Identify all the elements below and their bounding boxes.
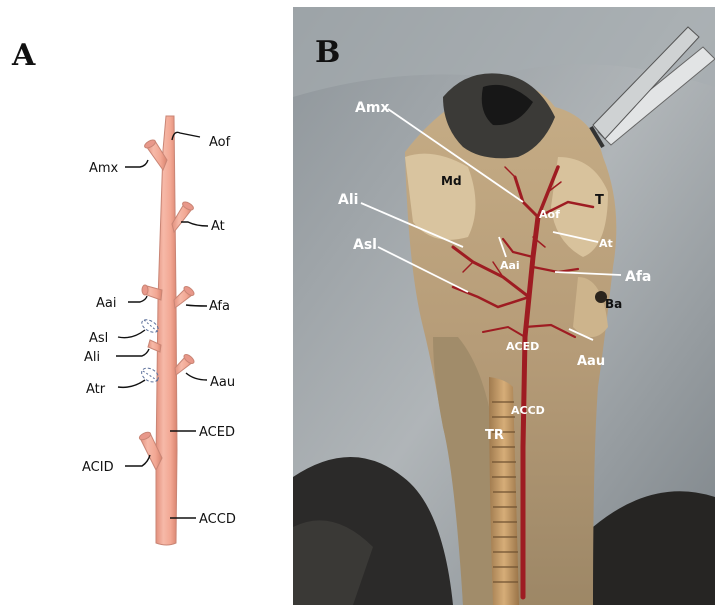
label-tr-b: TR (485, 428, 504, 443)
label-aced-b: ACED (506, 340, 539, 353)
label-asl: Asl (89, 331, 108, 346)
label-aof-b: Aof (539, 208, 560, 221)
label-aof: Aof (209, 135, 231, 150)
dissection-photo-illustration: Amx Ali Asl Aof At Aai Afa ACED Aau ACCD… (293, 7, 715, 605)
label-aau: Aau (210, 375, 235, 390)
label-ali-b: Ali (338, 192, 358, 208)
label-at-b: At (599, 237, 613, 250)
label-ali: Ali (84, 350, 100, 365)
panel-b-letter: B (315, 35, 340, 70)
label-amx-b: Amx (355, 100, 389, 116)
label-aai-b: Aai (500, 259, 520, 272)
label-at: At (211, 219, 225, 234)
label-ba-b: Ba (605, 297, 622, 311)
label-atr: Atr (86, 382, 106, 397)
label-acid: ACID (82, 460, 114, 475)
label-aau-b: Aau (577, 354, 605, 369)
artery-schematic: Aof Amx At Aai Afa Asl Ali Atr Aau ACED … (0, 0, 290, 607)
label-accd: ACCD (199, 512, 236, 527)
panel-b-photo: Amx Ali Asl Aof At Aai Afa ACED Aau ACCD… (293, 7, 715, 605)
label-t-b: T (595, 193, 604, 208)
main-trunk (156, 116, 177, 545)
panel-a-letter: A (12, 38, 35, 73)
label-afa: Afa (209, 299, 230, 314)
label-amx: Amx (89, 161, 119, 176)
label-afa-b: Afa (625, 269, 651, 285)
panel-a: A (0, 0, 290, 607)
label-accd-b: ACCD (511, 404, 545, 417)
label-asl-b: Asl (353, 237, 377, 253)
label-aced: ACED (199, 425, 235, 440)
label-md-b: Md (441, 174, 462, 188)
label-aai: Aai (96, 296, 116, 311)
